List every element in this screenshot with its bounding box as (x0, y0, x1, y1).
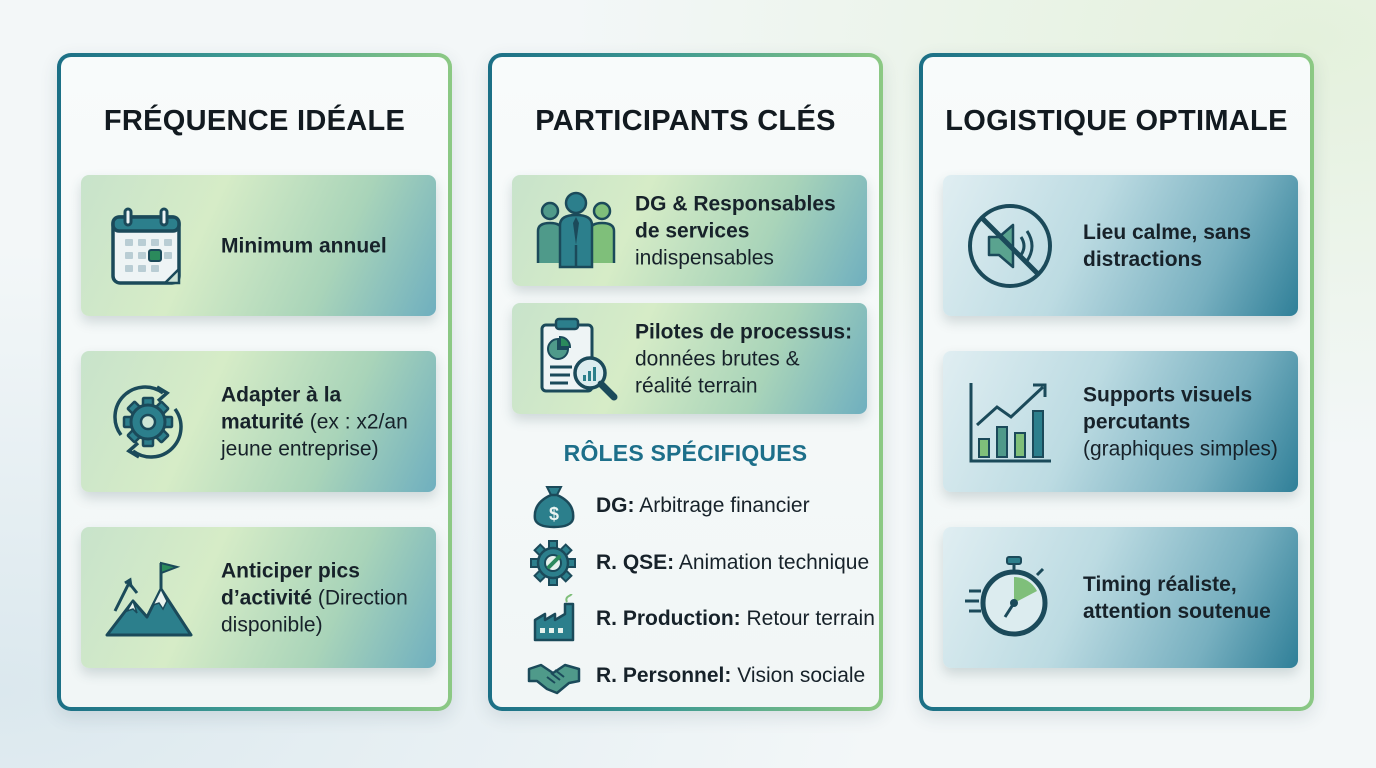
card-normal-text: (ex : x2/an jeune entreprise) (221, 410, 408, 460)
role-bold-text: DG: (596, 494, 635, 517)
report-magnifier-icon (532, 315, 620, 403)
team-icon (532, 187, 620, 275)
role-dg: $ DG: Arbitrage financier (527, 481, 867, 531)
card-bold-text: Anticiper pics d’activité (221, 559, 360, 609)
role-normal-text: Retour terrain (746, 607, 875, 630)
role-bold-text: R. Production: (596, 607, 741, 630)
gear-wrench-icon (527, 538, 581, 588)
card-bold-text: Timing réaliste, attention soutenue (1083, 572, 1271, 623)
calendar-icon (103, 201, 193, 291)
role-normal-text: Vision sociale (737, 664, 866, 687)
handshake-icon (527, 651, 581, 701)
panel-frequence: FRÉQUENCE IDÉALE Minimum annuel (57, 53, 452, 711)
card-timing: Timing réaliste, attention soutenue (943, 527, 1298, 668)
card-bold-text: Lieu calme, sans distractions (1083, 220, 1252, 271)
mountain-flag-icon (103, 553, 193, 643)
card-lieu-calme: Lieu calme, sans distractions (943, 175, 1298, 316)
card-adapter-maturite: Adapter à la maturité (ex : x2/an jeune … (81, 351, 436, 492)
role-qse: R. QSE: Animation technique (527, 538, 870, 588)
role-personnel: R. Personnel: Vision sociale (527, 651, 867, 701)
card-bold-text: Adapter à la maturité (221, 383, 342, 433)
gear-cycle-icon (103, 377, 193, 467)
card-normal-text: données brutes & réalité terrain (635, 347, 800, 397)
panel-logistique: LOGISTIQUE OPTIMALE Lieu calme, sans dis… (919, 53, 1314, 711)
panel-title: FRÉQUENCE IDÉALE (103, 105, 406, 137)
card-pilotes-processus: Pilotes de processus: données brutes & r… (512, 303, 867, 414)
role-bold-text: R. Personnel: (596, 664, 732, 687)
card-bold-text: Minimum annuel (221, 234, 387, 257)
role-bold-text: R. QSE: (596, 551, 675, 574)
money-bag-icon: $ (527, 481, 581, 531)
role-production: R. Production: Retour terrain (527, 594, 875, 644)
factory-icon (527, 594, 581, 644)
card-bold-text: Pilotes de processus: (635, 320, 853, 343)
card-bold-text: Supports visuels percutants (1083, 383, 1253, 433)
card-normal-text: (graphiques simples) (1083, 437, 1278, 460)
card-minimum-annuel: Minimum annuel (81, 175, 436, 316)
card-supports-visuels: Supports visuels percutants (graphiques … (943, 351, 1298, 492)
svg-text:$: $ (549, 504, 559, 524)
roles-title: RÔLES SPÉCIFIQUES (563, 440, 808, 466)
panel-title: PARTICIPANTS CLÉS (535, 105, 836, 137)
card-normal-text: (Direction disponible) (221, 586, 408, 636)
card-dg-responsables: DG & Responsables de services indispensa… (512, 175, 867, 286)
stopwatch-icon (965, 553, 1055, 643)
card-bold-text: DG & Responsables de services (635, 192, 836, 242)
no-sound-icon (965, 201, 1055, 291)
panel-title: LOGISTIQUE OPTIMALE (945, 105, 1288, 137)
card-anticiper-pics: Anticiper pics d’activité (Direction dis… (81, 527, 436, 668)
bar-chart-icon (965, 377, 1055, 467)
role-normal-text: Arbitrage financier (639, 494, 810, 517)
panel-participants: PARTICIPANTS CLÉS DG & Responsables de s… (488, 53, 883, 711)
card-normal-text: indispensables (635, 246, 774, 269)
role-normal-text: Animation technique (678, 551, 870, 574)
